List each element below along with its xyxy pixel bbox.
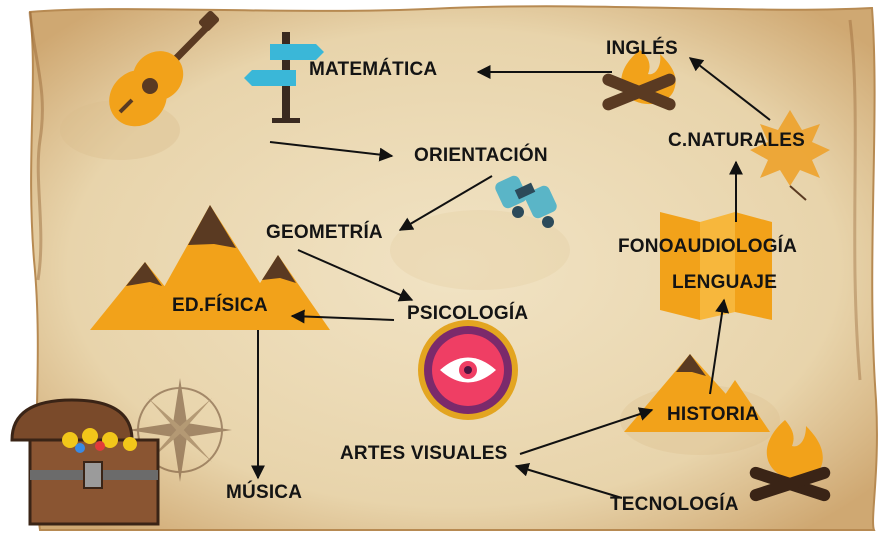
node-musica: MÚSICA	[226, 482, 303, 503]
node-c-naturales: C.NATURALES	[668, 130, 805, 151]
node-historia: HISTORIA	[667, 404, 760, 425]
node-fonoaudiologia: FONOAUDIOLOGÍA	[618, 236, 798, 257]
node-tecnologia: TECNOLOGÍA	[610, 494, 739, 515]
node-lenguaje: LENGUAJE	[672, 272, 778, 293]
node-ingles: INGLÉS	[606, 38, 678, 59]
node-artes-visuales: ARTES VISUALES	[340, 443, 508, 464]
node-ed-fisica: ED.FÍSICA	[172, 295, 268, 316]
node-psicologia: PSICOLOGÍA	[407, 303, 529, 324]
node-orientacion: ORIENTACIÓN	[414, 145, 548, 166]
node-geometria: GEOMETRÍA	[266, 222, 383, 243]
node-matematica: MATEMÁTICA	[309, 59, 438, 80]
